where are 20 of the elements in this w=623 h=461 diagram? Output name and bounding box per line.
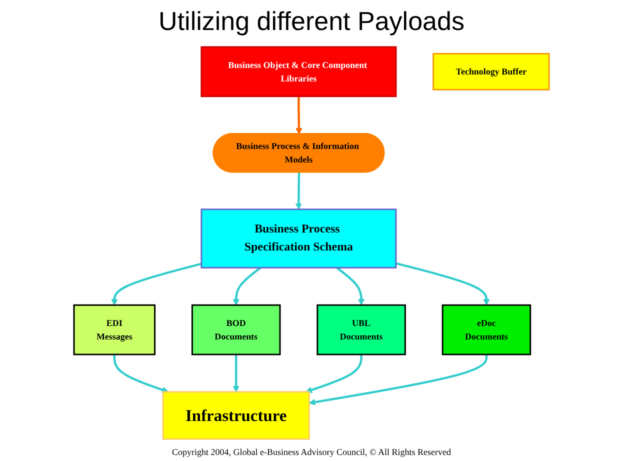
node-box: Business Process Specification Schema	[200, 208, 397, 268]
arrow	[396, 262, 490, 306]
arrow	[232, 354, 240, 392]
arrow	[111, 262, 202, 306]
arrow	[306, 354, 362, 394]
node-box: eDoc Documents	[442, 304, 532, 356]
arrow	[308, 354, 488, 406]
node-box: Technology Buffer	[432, 52, 550, 90]
arrow	[296, 96, 302, 134]
copyright-note: Copyright 2004, Global e-Business Advisory Council, © All Rights Reserved	[172, 447, 452, 457]
node-box: Business Object & Core Component Libraries	[200, 46, 397, 98]
slide-title: Utilizing different Payloads	[158, 6, 464, 37]
arrow	[232, 266, 262, 306]
node-box: UBL Documents	[316, 304, 406, 356]
arrow	[336, 266, 365, 306]
node-box: Infrastructure	[162, 391, 310, 440]
arrow	[113, 354, 169, 394]
node-box: EDI Messages	[73, 304, 156, 356]
arrow	[295, 172, 302, 210]
node-box: BOD Documents	[191, 304, 281, 356]
